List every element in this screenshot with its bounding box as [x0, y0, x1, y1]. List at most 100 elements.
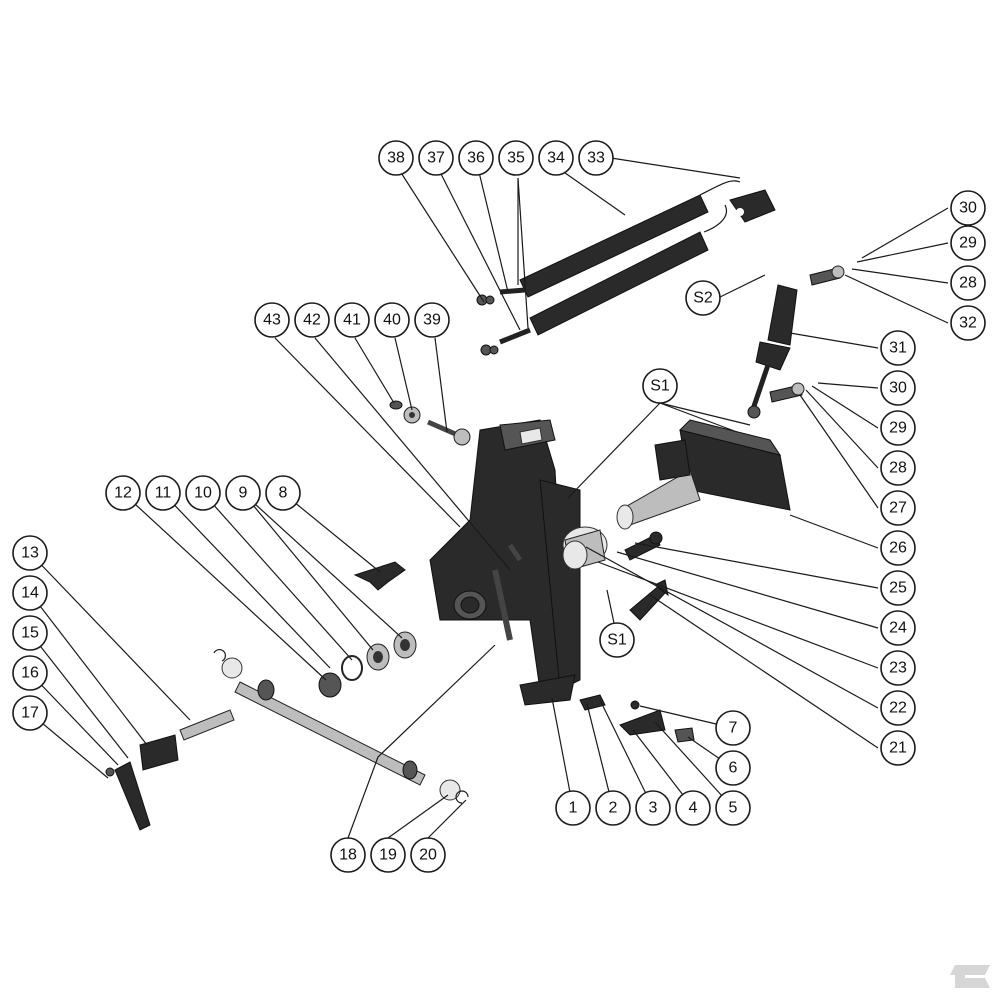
callout-text: 28	[959, 275, 977, 292]
callout-7: 7	[715, 710, 751, 746]
callout-circle	[642, 368, 678, 404]
callout-circle	[880, 410, 916, 446]
callout-circle	[12, 575, 48, 611]
callout-text: 24	[889, 620, 907, 637]
callout-circle	[12, 655, 48, 691]
callout-29: 29	[950, 225, 986, 261]
callout-35: 35	[498, 140, 534, 176]
callout-10: 10	[185, 475, 221, 511]
callout-circle	[418, 140, 454, 176]
callout-9: 9	[225, 475, 261, 511]
callout-circle	[950, 190, 986, 226]
callout-circle	[715, 790, 751, 826]
callout-6: 6	[715, 750, 751, 786]
callout-text: 4	[689, 800, 698, 817]
callout-40: 40	[374, 302, 410, 338]
leader-lines	[29, 157, 949, 839]
callout-17: 17	[12, 695, 48, 731]
callout-text: S2	[693, 290, 713, 307]
callout-circle	[185, 475, 221, 511]
callout-3: 3	[635, 790, 671, 826]
callout-text: 42	[303, 312, 321, 329]
callout-text: S1	[650, 378, 670, 395]
callout-circle	[12, 695, 48, 731]
callout-text: S1	[607, 632, 627, 649]
callout-22: 22	[880, 690, 916, 726]
bolt-right	[624, 531, 663, 561]
callout-text: 8	[279, 485, 288, 502]
callout-24: 24	[880, 610, 916, 646]
callout-circle	[370, 837, 406, 873]
callout-text: 18	[339, 847, 357, 864]
callout-circle	[498, 140, 534, 176]
callout-circle	[378, 140, 414, 176]
callout-text: 40	[383, 312, 401, 329]
callout-23: 23	[880, 650, 916, 686]
bearing-set	[318, 631, 417, 698]
hydraulic-cylinders	[476, 180, 741, 356]
callout-circle	[880, 690, 916, 726]
callout-s1: S1	[599, 622, 635, 658]
callout-circle	[410, 837, 446, 873]
callout-43: 43	[254, 302, 290, 338]
callout-34: 34	[538, 140, 574, 176]
valve-block	[729, 189, 776, 223]
callout-text: 9	[239, 485, 248, 502]
callout-text: 36	[467, 150, 485, 167]
callout-14: 14	[12, 575, 48, 611]
callout-text: 30	[889, 380, 907, 397]
callout-circle	[414, 302, 450, 338]
callout-28: 28	[880, 450, 916, 486]
callout-circle	[374, 302, 410, 338]
callout-text: 38	[387, 150, 405, 167]
callout-text: 6	[729, 760, 738, 777]
callout-19: 19	[370, 837, 406, 873]
callout-30: 30	[880, 370, 916, 406]
callout-text: 11	[155, 485, 172, 502]
bushing	[562, 526, 608, 571]
callout-circle	[675, 790, 711, 826]
callout-30: 30	[950, 190, 986, 226]
callout-text: 41	[343, 312, 361, 329]
callout-4: 4	[675, 790, 711, 826]
callout-circle	[458, 140, 494, 176]
callout-text: 35	[507, 150, 525, 167]
callout-text: 29	[959, 235, 977, 252]
callout-circle	[715, 750, 751, 786]
callout-circle	[685, 280, 721, 316]
callout-circle	[599, 622, 635, 658]
callout-text: 3	[649, 800, 658, 817]
callout-text: 25	[889, 580, 907, 597]
callout-circle	[595, 790, 631, 826]
callout-42: 42	[294, 302, 330, 338]
callout-circle	[225, 475, 261, 511]
callout-12: 12	[105, 475, 141, 511]
callout-circle	[294, 302, 330, 338]
main-frame	[429, 419, 581, 706]
callout-37: 37	[418, 140, 454, 176]
callout-circle	[950, 225, 986, 261]
callout-text: 12	[114, 485, 132, 502]
pin-assemblies-right	[769, 265, 845, 403]
callout-text: 27	[889, 500, 907, 517]
callout-text: 13	[21, 545, 39, 562]
callout-circle	[715, 710, 751, 746]
callout-circle	[334, 302, 370, 338]
callout-text: 39	[423, 312, 441, 329]
lever-bracket	[629, 579, 669, 621]
callout-circle	[12, 615, 48, 651]
pin-spring-handle	[105, 709, 235, 831]
callout-13: 13	[12, 535, 48, 571]
callout-text: 26	[889, 540, 907, 557]
callout-text: 37	[427, 150, 445, 167]
callout-s1: S1	[642, 368, 678, 404]
callout-33: 33	[578, 140, 614, 176]
callout-31: 31	[880, 330, 916, 366]
callout-text: 16	[21, 665, 39, 682]
callout-text: 31	[889, 340, 907, 357]
callout-circle	[330, 837, 366, 873]
callout-16: 16	[12, 655, 48, 691]
callout-38: 38	[378, 140, 414, 176]
